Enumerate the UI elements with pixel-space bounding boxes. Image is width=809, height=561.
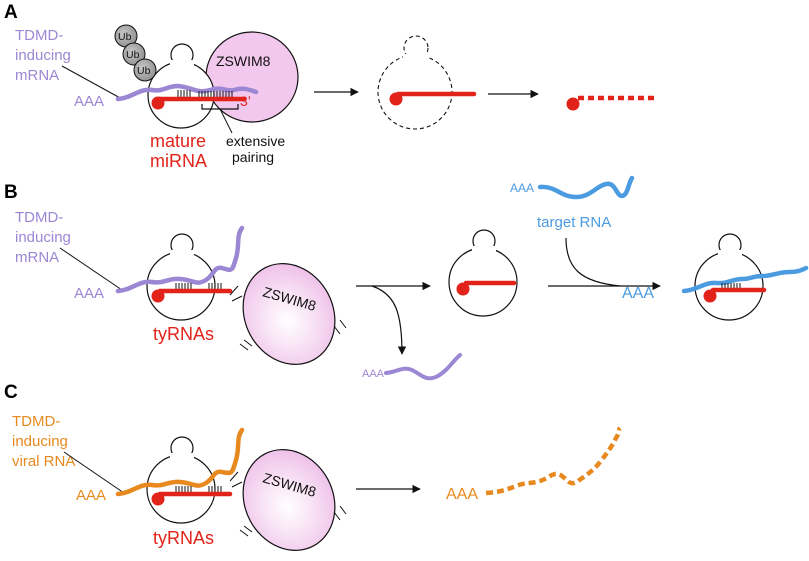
tdmd-mrna-label-a: TDMD- inducing mRNA [15, 27, 71, 84]
aaa-label-c: AAA [76, 487, 106, 504]
ub-label-3: Ub [137, 65, 151, 77]
zswim8-b: ZSWIM8 [229, 263, 347, 365]
argonaute-c [146, 436, 216, 524]
motion-lines-b1 [229, 285, 243, 302]
motion-lines-c2 [239, 525, 253, 537]
target-aaa: AAA [510, 181, 534, 195]
target-rna-bound [681, 265, 809, 294]
motion-lines-c3 [333, 505, 347, 521]
tdmd-mrna-strand-b [115, 225, 245, 294]
argonaute-b3 [694, 233, 764, 321]
viral-rna-strand [115, 427, 245, 497]
released-mrna [384, 353, 462, 381]
mirna-5p-a2 [389, 92, 403, 106]
tyrna-5p-b3 [703, 289, 717, 303]
panel-letter-a: A [4, 2, 18, 23]
motion-lines-b2 [239, 339, 253, 351]
tdmd-label-b-line3: mRNA [15, 249, 59, 266]
tdmd-mrna-strand-a [115, 83, 259, 102]
tyrna-5p-c [151, 492, 165, 506]
tdmd-label-line1: TDMD- [15, 27, 63, 44]
argonaute-b2 [448, 229, 518, 317]
zswim8-c: ZSWIM8 [229, 449, 347, 551]
ub-label-2: Ub [126, 49, 140, 61]
zswim8-ellipse-b [242, 263, 336, 365]
panel-b: B TDMD- inducing mRNA AAA tyRNAs ZSWIM8 [4, 175, 809, 381]
ubiquitin-chain: Ub Ub Ub [114, 24, 157, 82]
tdmd-label-c-line1: TDMD- [12, 413, 60, 430]
final-aaa: AAA [622, 285, 654, 302]
aaa-label-b: AAA [74, 285, 104, 302]
leader-line-a [61, 65, 123, 100]
target-rna-free [537, 175, 635, 200]
pairing-leader [219, 108, 233, 134]
tdmd-viral-label: TDMD- inducing viral RNA [12, 413, 75, 470]
mature-label-line1: mature [150, 131, 206, 151]
zswim8-label-a: ZSWIM8 [216, 53, 271, 69]
tyrnas-label-b: tyRNAs [153, 324, 214, 344]
arrow-b-release [371, 285, 407, 355]
result-aaa: AAA [446, 486, 478, 503]
viral-rna-degrading [485, 426, 622, 496]
degraded-argonaute [377, 35, 453, 130]
mature-label-line2: miRNA [150, 151, 207, 171]
motion-lines-b3 [333, 319, 347, 335]
aaa-label-a: AAA [74, 93, 104, 110]
panel-a: A TDMD- inducing mRNA ZSWIM8 Ub Ub Ub AA… [4, 2, 654, 171]
panel-letter-b: B [4, 182, 18, 203]
zswim8-ellipse-c [242, 449, 336, 551]
tdmd-label-b-line2: inducing [15, 229, 71, 246]
released-aaa: AAA [362, 368, 385, 380]
pairing-label-line1: extensive [226, 133, 285, 149]
tdmd-label-line3: mRNA [15, 67, 59, 84]
leader-line-c [63, 451, 125, 494]
base-pairing-b3 [721, 283, 741, 290]
tdmd-label-line2: inducing [15, 47, 71, 64]
arrow-b-target-join [565, 237, 621, 287]
mirna-5p-a3 [566, 97, 580, 111]
ub-label-1: Ub [118, 31, 132, 43]
tdmd-label-c-line3: viral RNA [12, 453, 75, 470]
base-pairing-a [177, 90, 233, 98]
ub-circle-3 [133, 58, 157, 82]
mirna-5p-a [151, 96, 165, 110]
three-prime-label: 3’ [240, 93, 251, 109]
tdmd-label-b-line1: TDMD- [15, 209, 63, 226]
pairing-label-line2: pairing [232, 149, 274, 165]
tyrnas-label-c: tyRNAs [153, 528, 214, 548]
target-rna-label: target RNA [537, 214, 611, 231]
ub-circle-2 [122, 42, 146, 66]
leader-line-b [59, 247, 123, 291]
base-pairing-b [175, 283, 222, 290]
panel-letter-c: C [4, 382, 18, 403]
panel-c: C TDMD- inducing viral RNA AAA tyRNAs ZS… [4, 382, 622, 551]
argonaute-b [146, 233, 216, 321]
tyrna-5p-b [151, 289, 165, 303]
base-pairing-c [175, 486, 222, 493]
tdmd-label-c-line2: inducing [12, 433, 68, 450]
motion-lines-c1 [229, 471, 243, 488]
tyrna-5p-b2 [456, 282, 470, 296]
tdmd-mrna-label-b: TDMD- inducing mRNA [15, 209, 71, 266]
